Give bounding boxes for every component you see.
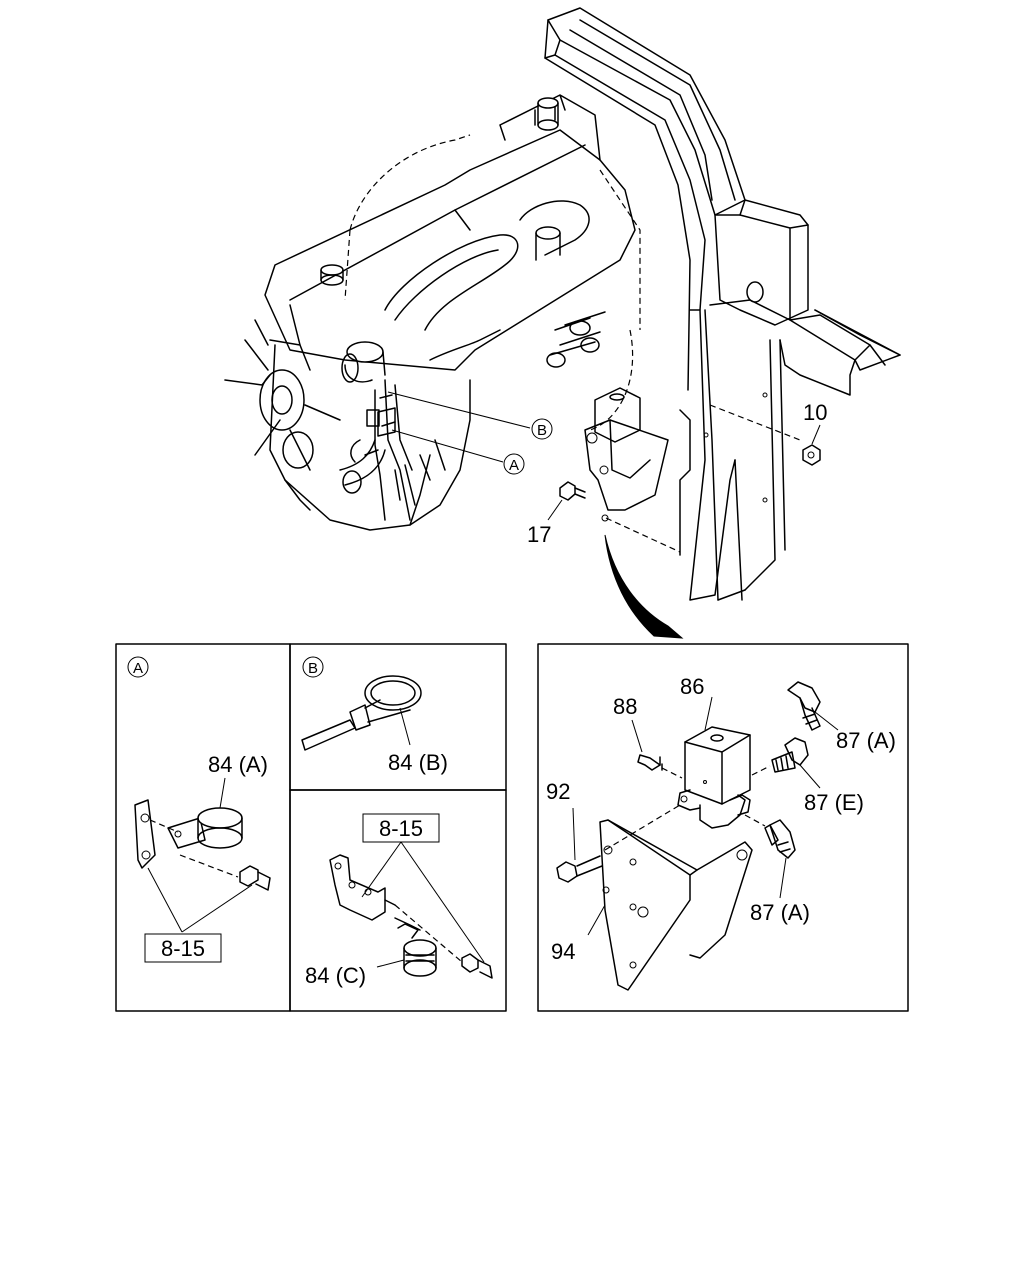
leader-ref-a-1 [147,867,183,933]
ref-box-a [144,933,222,963]
panel-b-marker: B [302,656,324,678]
bolt-a [179,854,271,891]
panel-c [289,789,507,1012]
callout-87e: 87 (E) [804,790,864,815]
cable-tie-84b [301,675,422,751]
solenoid-valve-86 [677,696,751,829]
nut-10 [802,424,821,466]
engine-assembly [224,94,641,531]
callout-92: 92 [546,779,570,804]
leader-a [391,429,504,463]
callout-87a-bottom: 87 (A) [750,900,810,925]
callout-84a: 84 (A) [208,752,268,777]
elbow-87e [751,737,821,789]
clip-84a [134,777,243,869]
bracket-94 [587,819,753,991]
ref-b: 8-15 [379,816,423,841]
elbow-87a-top [787,681,839,731]
svg-text:A: A [509,457,519,474]
leader-ref-b-2 [400,841,485,963]
svg-text:B: B [537,422,547,439]
detail-arrow [604,534,684,639]
callout-94: 94 [551,939,575,964]
callout-84b: 84 (B) [388,750,448,775]
marker-a: A [503,453,525,475]
callout-86: 86 [680,674,704,699]
solenoid-bracket-main [584,387,801,553]
clamp-84c [329,854,437,977]
callout-17: 17 [527,522,551,547]
bolt-17 [547,481,586,521]
panel-a-marker: A [127,656,149,678]
leader-b [387,391,531,429]
fitting-88 [631,719,683,779]
bolt-92 [556,804,681,883]
ref-a: 8-15 [161,936,205,961]
elbow-87a-bottom [744,814,796,899]
svg-text:B: B [308,660,318,677]
marker-b: B [531,418,553,440]
bolt-c [394,904,493,979]
leader-ref-a-2 [181,884,253,933]
svg-text:A: A [133,660,143,677]
callout-87a-top: 87 (A) [836,728,896,753]
frame-rail [544,7,901,601]
panel-detail [537,643,909,1012]
callout-88: 88 [613,694,637,719]
callout-84c: 84 (C) [305,963,366,988]
callout-10: 10 [803,400,827,425]
